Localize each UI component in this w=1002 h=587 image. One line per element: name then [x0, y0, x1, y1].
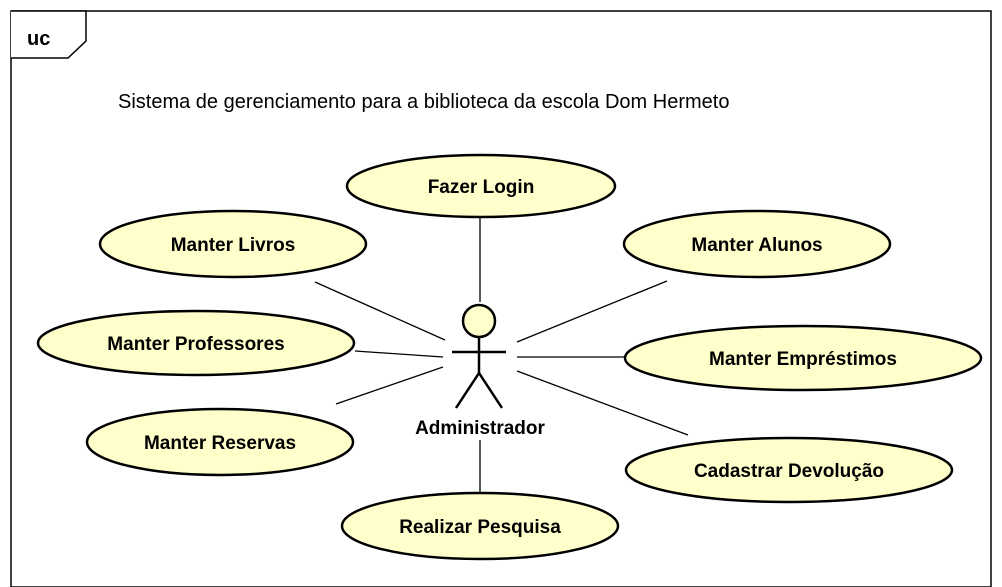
- use-case-ellipse: [623, 324, 983, 392]
- use-case-label: Cadastrar Devolução: [694, 461, 884, 482]
- actor-label: Administrador: [415, 418, 545, 439]
- actor-right-leg: [477, 372, 504, 409]
- use-case-realizar-pesquisa[interactable]: Realizar Pesquisa: [340, 491, 620, 561]
- use-case-fazer-login[interactable]: Fazer Login: [345, 153, 617, 219]
- use-case-label: Manter Professores: [107, 334, 284, 355]
- use-case-label: Fazer Login: [428, 177, 535, 198]
- use-case-manter-emprestimos[interactable]: Manter Empréstimos: [623, 324, 983, 392]
- use-case-ellipse: [36, 309, 356, 377]
- use-case-label: Manter Alunos: [691, 235, 822, 256]
- frame-tab: [11, 10, 87, 59]
- use-case-manter-alunos[interactable]: Manter Alunos: [622, 209, 892, 279]
- use-case-label: Manter Livros: [171, 235, 296, 256]
- actor-head: [461, 303, 497, 339]
- actor-left-leg: [454, 372, 481, 409]
- association-manter-alunos: [516, 280, 668, 343]
- use-case-ellipse: [622, 209, 892, 279]
- system-title: Sistema de gerenciamento para a bibliote…: [118, 91, 730, 113]
- use-case-manter-reservas[interactable]: Manter Reservas: [85, 407, 355, 477]
- use-case-ellipse: [624, 436, 954, 504]
- frame-tab-label: uc: [27, 28, 50, 50]
- use-case-label: Realizar Pesquisa: [399, 517, 561, 538]
- association-cadastrar-devolucao: [516, 370, 689, 436]
- association-manter-livros: [314, 281, 446, 341]
- use-case-ellipse: [98, 209, 368, 279]
- use-case-cadastrar-devolucao[interactable]: Cadastrar Devolução: [624, 436, 954, 504]
- use-case-ellipse: [345, 153, 617, 219]
- use-case-manter-professores[interactable]: Manter Professores: [36, 309, 356, 377]
- actor-administrador[interactable]: [452, 303, 506, 409]
- associations: [314, 217, 689, 492]
- use-case-label: Manter Reservas: [144, 433, 296, 454]
- use-case-label: Manter Empréstimos: [709, 349, 897, 370]
- use-case-ellipse: [340, 491, 620, 561]
- use-case-ellipse: [85, 407, 355, 477]
- association-manter-reservas: [335, 366, 444, 405]
- use-case-manter-livros[interactable]: Manter Livros: [98, 209, 368, 279]
- association-manter-professores: [354, 350, 444, 358]
